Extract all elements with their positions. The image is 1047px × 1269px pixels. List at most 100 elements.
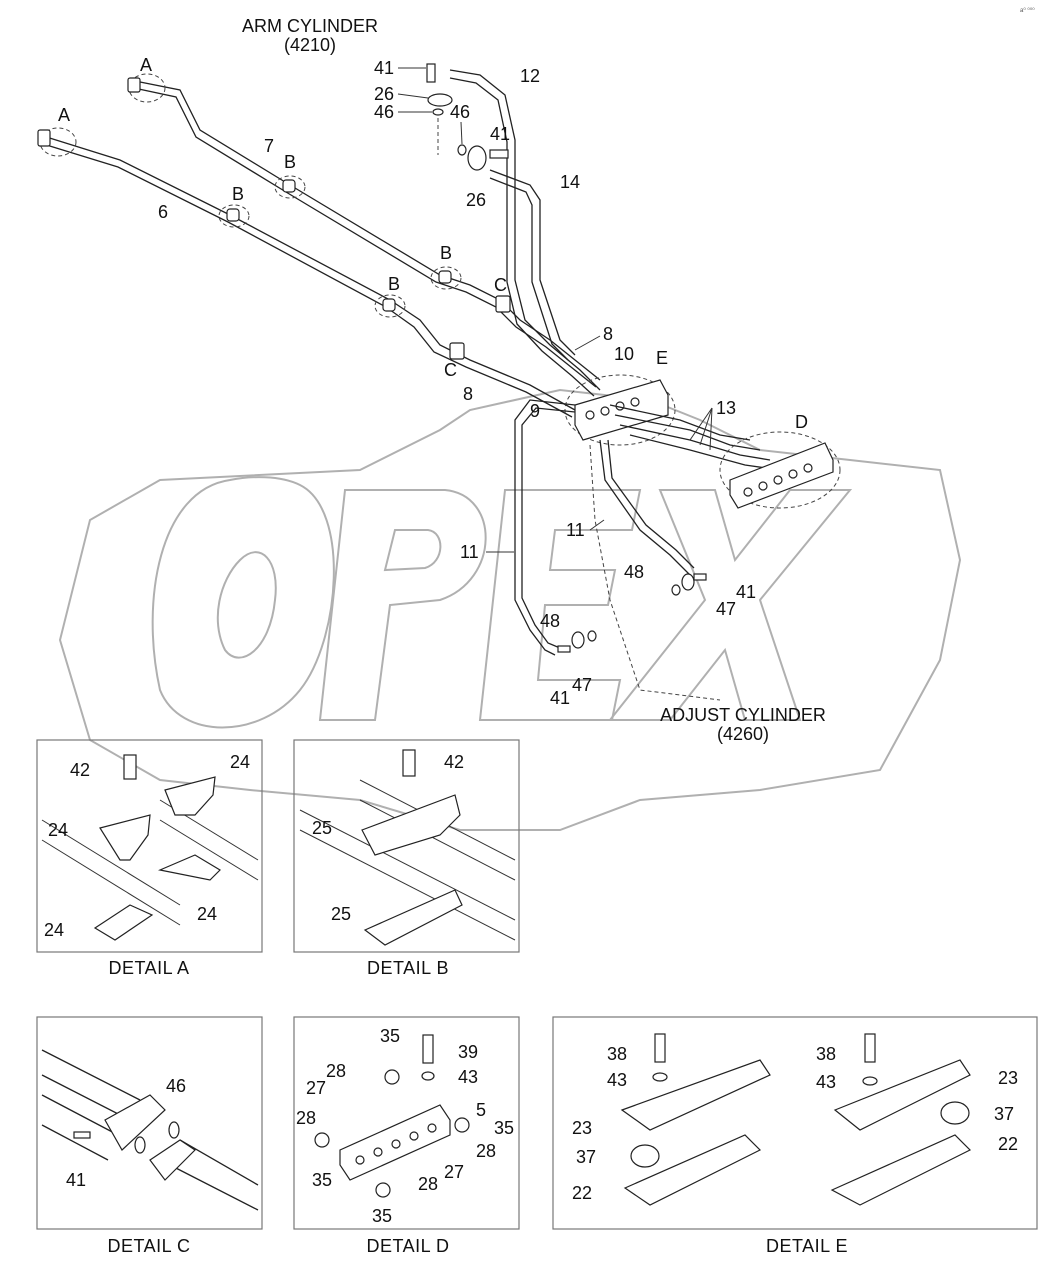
callout-b-3: B — [440, 243, 452, 263]
bolt-38-left — [654, 1033, 666, 1063]
hose-12 — [449, 69, 601, 391]
callout-41-right: 41 — [490, 124, 510, 144]
detail-e-label-22-right: 22 — [998, 1134, 1018, 1154]
detail-a-label-24-d: 24 — [44, 920, 64, 940]
detail-d-frame — [293, 1016, 520, 1230]
callout-a-lower: A — [58, 105, 70, 125]
callout-46-right: 46 — [450, 102, 470, 122]
clamp-b-1 — [274, 175, 306, 199]
detail-a: 42 24 24 24 24 DETAIL A — [36, 739, 263, 978]
detail-d-label-35-top: 35 — [380, 1026, 400, 1046]
callout-c-1: C — [494, 275, 507, 295]
pipe-7 — [129, 79, 601, 381]
detail-c-caption: DETAIL C — [107, 1236, 190, 1256]
arm-cylinder-code: (4210) — [284, 35, 336, 55]
callout-12: 12 — [520, 66, 540, 86]
clamp-b-4 — [374, 294, 406, 318]
detail-e-caption: DETAIL E — [766, 1236, 848, 1256]
watermark-letter-x — [607, 489, 853, 721]
callout-46-left: 46 — [374, 102, 394, 122]
detail-a-label-42: 42 — [70, 760, 90, 780]
callout-e: E — [656, 348, 668, 368]
watermark-letter-e — [478, 489, 642, 721]
detail-e-label-22-left: 22 — [572, 1183, 592, 1203]
callout-11-left: 11 — [460, 542, 479, 562]
bolt-39 — [422, 1034, 434, 1064]
detail-b-label-25-a: 25 — [312, 818, 332, 838]
bushing-37-right — [940, 1101, 970, 1125]
clamp-24-c — [157, 854, 221, 881]
clamp-b-3 — [430, 266, 462, 290]
clamp-c-1 — [495, 295, 511, 313]
flange-plate — [104, 1094, 166, 1151]
bolt-42 — [402, 749, 416, 777]
detail-e-label-23-left: 23 — [572, 1118, 592, 1138]
manifold-block-d — [719, 431, 841, 509]
detail-e: 38 43 23 37 22 38 43 23 37 22 DETAIL E — [552, 1016, 1038, 1256]
detail-d-label-43: 43 — [458, 1067, 478, 1087]
callout-7: 7 — [264, 136, 274, 156]
watermark-letter-p — [318, 489, 487, 721]
clamp-25-upper — [361, 794, 461, 856]
bushing-37-left — [630, 1144, 660, 1168]
detail-d-label-28-b: 28 — [296, 1108, 316, 1128]
callout-41-lower: 41 — [550, 688, 570, 708]
detail-c: 46 41 DETAIL C — [36, 1016, 263, 1256]
callout-26-upper: 26 — [374, 84, 394, 104]
detail-d-label-39: 39 — [458, 1042, 478, 1062]
detail-c-frame — [36, 1016, 263, 1230]
callout-14: 14 — [560, 172, 580, 192]
callout-41-upper: 41 — [374, 58, 394, 78]
detail-e-label-37-left: 37 — [576, 1147, 596, 1167]
detail-b-frame — [293, 739, 520, 953]
detail-e-label-43-left: 43 — [607, 1070, 627, 1090]
clamp-23-right — [833, 1059, 971, 1131]
callout-9: 9 — [530, 401, 540, 421]
callout-41-adjust: 41 — [736, 582, 756, 602]
adjust-cylinder-label: ADJUST CYLINDER — [660, 705, 826, 725]
detail-d-label-35-right: 35 — [494, 1118, 514, 1138]
detail-d-label-28-a: 28 — [326, 1061, 346, 1081]
callout-10: 10 — [614, 344, 634, 364]
callout-8-lower: 8 — [463, 384, 473, 404]
detail-d-label-27-a: 27 — [306, 1078, 326, 1098]
clamp-22-right — [830, 1134, 972, 1206]
detail-a-caption: DETAIL A — [108, 958, 189, 978]
detail-d-label-35-bottom: 35 — [372, 1206, 392, 1226]
adjust-cylinder-code: (4260) — [717, 724, 769, 744]
clamp-c-2 — [449, 342, 465, 360]
hose-13 — [614, 414, 761, 451]
detail-d-label-27-b: 27 — [444, 1162, 464, 1182]
flange-plate-lower — [149, 1139, 196, 1181]
callout-6: 6 — [158, 202, 168, 222]
detail-c-label-41: 41 — [66, 1170, 86, 1190]
detail-a-label-24-a: 24 — [230, 752, 250, 772]
clamp-23-left — [620, 1059, 771, 1131]
flange-a-lower — [37, 127, 77, 157]
hose-14 — [489, 169, 576, 356]
washer-43-right — [862, 1076, 878, 1086]
clamp-24-b — [164, 776, 216, 816]
detail-e-label-38-left: 38 — [607, 1044, 627, 1064]
clamp-b-2 — [218, 204, 250, 228]
plug-35-left — [314, 1132, 330, 1148]
o-ring-46-b — [168, 1121, 180, 1139]
detail-d-label-28-c: 28 — [476, 1141, 496, 1161]
corner-mark: a⁰ ⁰⁰⁰ — [1020, 7, 1035, 14]
clamp-24-d — [93, 904, 154, 941]
hose-11 — [599, 439, 691, 576]
detail-d-label-5: 5 — [476, 1100, 486, 1120]
washer-43 — [421, 1071, 435, 1081]
detail-a-label-24-b: 24 — [48, 820, 68, 840]
washer-43-left — [652, 1072, 668, 1082]
bolt-38-right — [864, 1033, 876, 1063]
detail-b-label-42: 42 — [444, 752, 464, 772]
main-assembly: ARM CYLINDER (4210) ADJUST CYLINDER (426… — [37, 16, 841, 744]
clamp-25-lower — [363, 889, 463, 946]
callout-b-1: B — [284, 152, 296, 172]
plug-35-top — [384, 1069, 400, 1085]
detail-a-frame — [36, 739, 263, 953]
callout-48-left: 48 — [540, 611, 560, 631]
plug-35-bottom — [375, 1182, 391, 1198]
